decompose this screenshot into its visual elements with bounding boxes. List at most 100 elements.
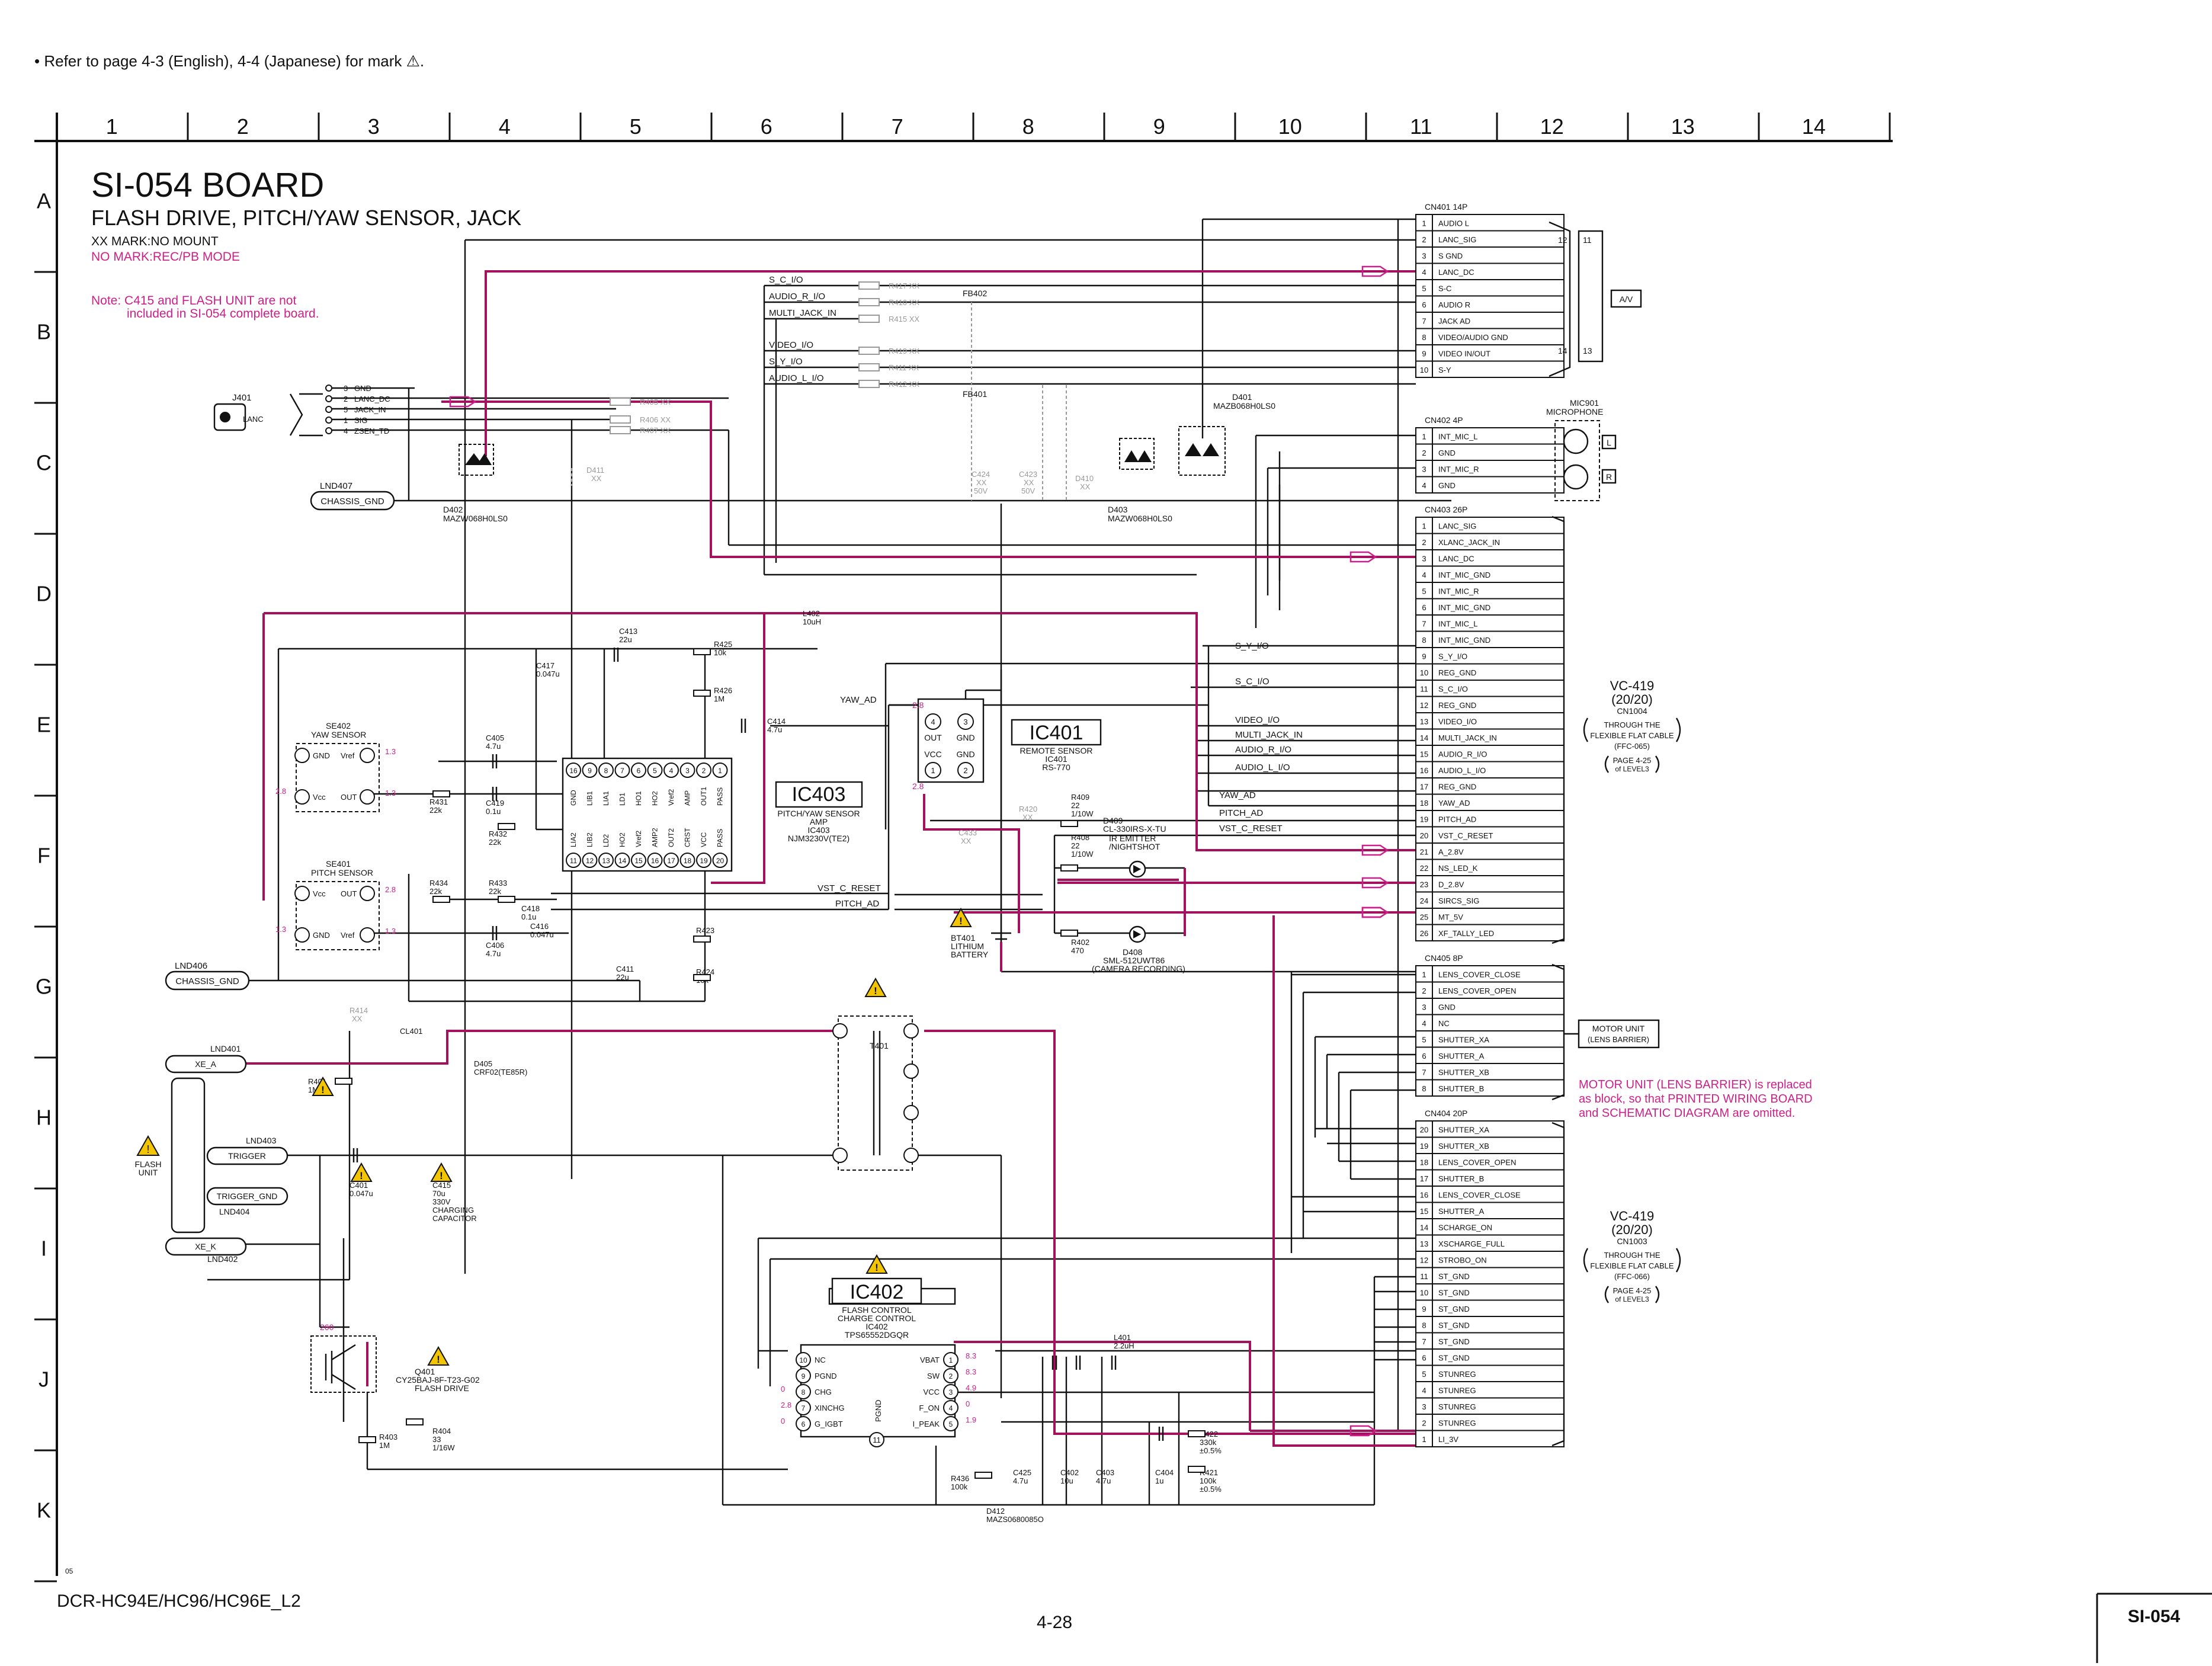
ic403-top-pin	[631, 762, 646, 778]
cn402-signal-cell	[1432, 443, 1565, 461]
ic402-l3: IC402	[865, 1322, 888, 1331]
ic403-top-pin	[696, 762, 711, 778]
cn404-pin-signal: ST_GND	[1438, 1272, 1470, 1281]
ic401-pin2: 2	[963, 766, 967, 775]
cn403-pin-signal: XF_TALLY_LED	[1438, 929, 1494, 938]
d401-part: MAZB068H0LS0	[1213, 401, 1275, 411]
cn401-signal-cell	[1432, 230, 1565, 248]
d401-ref: D401	[1232, 392, 1252, 402]
jack-pin	[325, 427, 332, 434]
flash-terminal-label: TRIGGER_GND	[217, 1191, 278, 1201]
motor-note-l2: as block, so that PRINTED WIRING BOARD	[1579, 1092, 1813, 1106]
ic403-top-pin-number: 6	[637, 767, 641, 775]
component-label: 70u	[432, 1189, 445, 1198]
component-label: R402	[1071, 938, 1089, 947]
jack-pin-number: 3	[344, 384, 348, 393]
net-label: S_Y_I/O	[769, 357, 803, 367]
row-label: C	[36, 450, 52, 475]
av-pin-12: 12	[1558, 235, 1567, 245]
diode-d401: D401 MAZB068H0LS0	[1178, 392, 1275, 476]
ic403-pin-name: AMP2	[651, 828, 659, 847]
component-label: C416	[530, 922, 549, 931]
cn401-pin-number: 6	[1422, 300, 1426, 309]
cn403-pin-number: 22	[1420, 864, 1428, 873]
ic401-pin-gnd2: GND	[956, 749, 974, 759]
ic403-pin-name: Vref2	[667, 789, 675, 806]
se402-pin	[294, 748, 310, 763]
av-pin-14: 14	[1558, 346, 1567, 355]
mic-label: MICROPHONE	[1546, 407, 1603, 416]
row-label: K	[37, 1498, 51, 1522]
cn404-pin-number: 8	[1422, 1321, 1426, 1330]
jack-pin-number: 4	[344, 427, 348, 435]
ic403-pin-name: CRST	[684, 828, 692, 847]
net-label: PITCH_AD	[1219, 808, 1263, 818]
ic402-l4: TPS65552DGQR	[845, 1330, 909, 1340]
resistor-symbol	[1060, 930, 1078, 937]
av-jack-block: A/V 12 11 14 13	[1549, 221, 1642, 377]
ic402-right-voltage: 0	[966, 1399, 970, 1408]
ic402-left-pin	[796, 1352, 811, 1367]
component-label: 1/10W	[1071, 809, 1094, 818]
cn403-pin-cell	[1415, 598, 1433, 616]
chassis-gnd-lnd406: CHASSIS_GND LND406	[165, 961, 250, 991]
q401-fn: FLASH DRIVE	[415, 1383, 469, 1393]
cn405-pin-number: 7	[1422, 1068, 1426, 1077]
cn404-pin-number: 19	[1420, 1142, 1428, 1151]
cn402-pin-signal: INT_MIC_R	[1438, 465, 1479, 474]
column-label: 8	[1022, 114, 1034, 139]
cn403-pin-number: 21	[1420, 848, 1428, 857]
cn401-signal-cell	[1432, 214, 1565, 232]
component-label: C415	[432, 1181, 451, 1190]
ic403-bottom-pin	[647, 853, 663, 868]
d409-ref: D409	[1103, 816, 1123, 825]
cn405-pin-cell	[1415, 1063, 1433, 1081]
ic402-left-pin-number: 9	[802, 1372, 806, 1380]
component-label: R433	[489, 879, 507, 888]
component-label: D412	[986, 1507, 1005, 1516]
ic402-left-pin-number: 7	[802, 1404, 806, 1412]
cn405-pin-number: 5	[1422, 1036, 1426, 1045]
cn403-pin-signal: XLANC_JACK_IN	[1438, 538, 1500, 547]
cn403-pin-signal: AUDIO_R_I/O	[1438, 750, 1487, 759]
ic403-bottom-pin-number: 14	[618, 857, 627, 865]
ic403-pin-name: HO2	[651, 791, 659, 806]
no-mount-part-label: 50V	[1021, 486, 1035, 495]
cn403-signal-cell	[1432, 565, 1565, 583]
ic403-pin-name: Vref2	[634, 830, 643, 847]
ic401-voltage: 2.8	[912, 700, 924, 710]
cn401-pin-number: 8	[1422, 333, 1426, 342]
cn405-title: CN405 8P	[1425, 953, 1463, 963]
resistor-symbol	[1060, 820, 1078, 827]
component-label: CL401	[400, 1027, 422, 1036]
se401-outline	[296, 881, 380, 950]
se401-voltage: 1.3	[385, 927, 396, 935]
cn403-pin-cell	[1415, 582, 1433, 600]
ic403-top-pin	[598, 762, 614, 778]
ic403-pin-name: LIB2	[586, 832, 594, 847]
signal-label-group: S_C_I/OAUDIO_R_I/OMULTI_JACK_INVIDEO_I/O…	[769, 275, 1303, 909]
ic403-bottom-pin	[663, 853, 679, 868]
ic402-left-pin-name: CHG	[815, 1388, 832, 1396]
cn404-pin-number: 15	[1420, 1207, 1428, 1216]
cn401-signal-cell	[1432, 312, 1565, 329]
vc419-upper-l1: VC-419	[1610, 678, 1655, 693]
ic402-right-voltage: 8.3	[966, 1367, 976, 1376]
cn401-signal-cell	[1432, 279, 1565, 297]
cn404-pin-signal: SCHARGE_ON	[1438, 1223, 1492, 1232]
d403-part: MAZW068H0LS0	[1108, 514, 1172, 523]
cn403-pin-signal: MT_5V	[1438, 913, 1463, 922]
component-label: 4.7u	[486, 742, 501, 751]
cn402-pin-number: 2	[1422, 448, 1426, 457]
cn405-pin-number: 8	[1422, 1084, 1426, 1093]
ic401-pin4: 4	[931, 717, 935, 726]
ic403-pin-group: 16GND9LIB18LIA17LD16HO15HO24Vref23AMP2OU…	[566, 762, 728, 868]
bt401-l1: LITHIUM	[951, 941, 984, 951]
no-mount-components	[571, 302, 1067, 501]
d402-part: MAZW068H0LS0	[443, 514, 508, 523]
component-label: D405	[474, 1059, 492, 1068]
